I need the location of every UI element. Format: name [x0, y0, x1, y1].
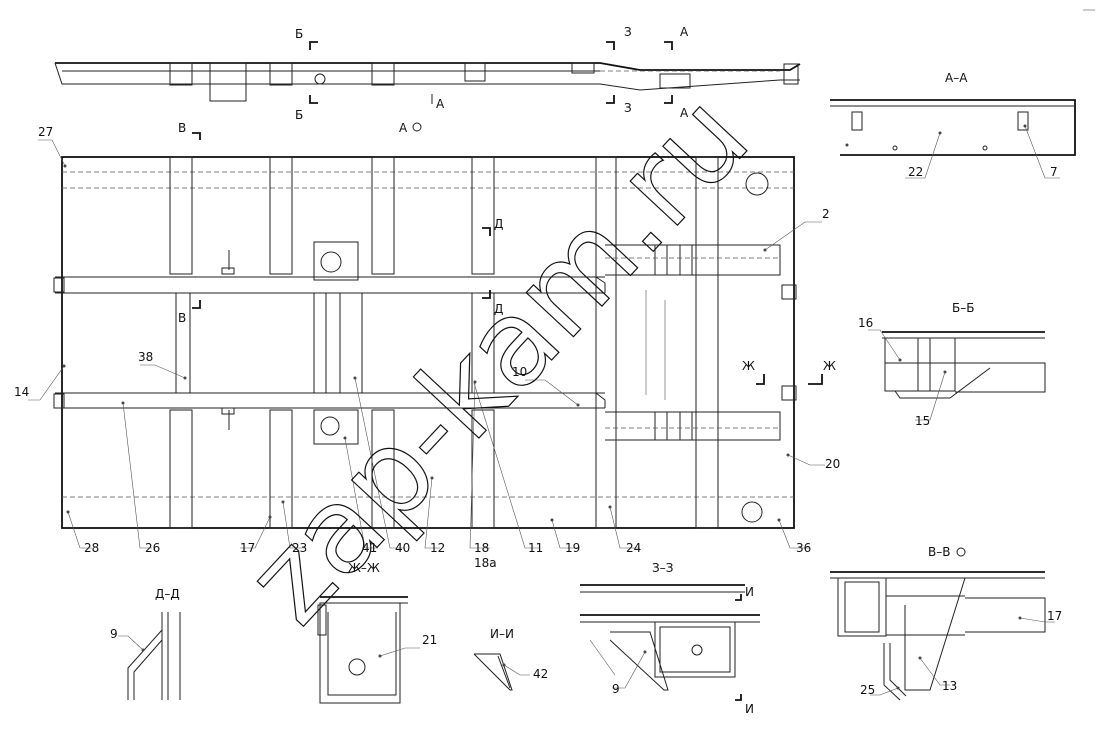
callout-11: 11	[528, 541, 543, 555]
cut-v-top: В	[178, 121, 186, 135]
callout-12: 12	[430, 541, 445, 555]
cut-z-bottom: З	[624, 101, 632, 115]
callout-19: 19	[565, 541, 580, 555]
section-ii: И–И 42	[473, 627, 548, 691]
section-ii-title: И–И	[490, 627, 514, 641]
callout-21: 21	[422, 633, 437, 647]
cut-i-bottom: И	[745, 702, 754, 716]
cut-b-bottom: Б	[295, 108, 303, 122]
cut-a-bottom: А	[680, 106, 689, 120]
callout-28: 28	[84, 541, 99, 555]
section-dd: Д–Д 9	[110, 587, 181, 700]
callout-16: 16	[858, 316, 873, 330]
section-zz: З–З И И 9	[580, 561, 760, 716]
callout-27: 27	[38, 125, 53, 139]
plan-callouts: 27 14 38 28 26 17 23 41 40 12 18 18а 11 …	[14, 125, 840, 570]
cut-v-bottom: В	[178, 311, 186, 325]
cut-zh-right: Ж	[823, 359, 836, 373]
section-dd-title: Д–Д	[155, 587, 180, 601]
section-zhzh: Ж–Ж 21	[317, 561, 437, 704]
section-aa: А–А 22 7	[830, 71, 1076, 179]
cut-marks-plan: В В Д Д Ж Ж	[178, 121, 836, 385]
cut-a-top: А	[680, 25, 689, 39]
callout-24: 24	[626, 541, 641, 555]
callout-20: 20	[825, 457, 840, 471]
callout-22: 22	[908, 165, 923, 179]
callout-7: 7	[1050, 165, 1058, 179]
callout-42: 42	[533, 667, 548, 681]
section-vv-title: В–В	[928, 545, 950, 559]
callout-10: 10	[512, 365, 527, 379]
callout-9-zz: 9	[612, 682, 620, 696]
callout-40: 40	[395, 541, 410, 555]
section-bb-title: Б–Б	[952, 301, 974, 315]
callout-18: 18	[474, 541, 489, 555]
section-bb: Б–Б 16 15	[858, 301, 1046, 428]
callout-13: 13	[942, 679, 957, 693]
callout-15: 15	[915, 414, 930, 428]
callout-26: 26	[145, 541, 160, 555]
cut-marks-top: Б Б З З А А А А	[295, 25, 689, 135]
watermark-text: zap-kam.ru	[220, 68, 775, 649]
view-a-label: А	[399, 121, 408, 135]
section-aa-title: А–А	[945, 71, 968, 85]
section-zz-title: З–З	[652, 561, 673, 575]
callout-2: 2	[822, 207, 830, 221]
side-view	[54, 62, 801, 102]
callout-14: 14	[14, 385, 29, 399]
section-vv: В–В 17 13 25	[830, 545, 1062, 701]
plan-view	[53, 156, 797, 529]
callout-36: 36	[796, 541, 811, 555]
callout-17-plan: 17	[240, 541, 255, 555]
callout-41: 41	[362, 541, 377, 555]
cut-zh-left: Ж	[742, 359, 755, 373]
section-zhzh-title: Ж–Ж	[348, 561, 380, 575]
cut-i-top: И	[745, 585, 754, 599]
cut-b-top: Б	[295, 27, 303, 41]
cut-d-top: Д	[494, 217, 503, 231]
callout-23: 23	[292, 541, 307, 555]
callout-25: 25	[860, 683, 875, 697]
cut-d-bottom: Д	[494, 302, 503, 316]
view-a-arrow: А	[436, 97, 445, 111]
callout-17-vv: 17	[1047, 609, 1062, 623]
cut-z-top: З	[624, 25, 632, 39]
callout-38: 38	[138, 350, 153, 364]
callout-9-dd: 9	[110, 627, 118, 641]
callout-18a: 18а	[474, 556, 497, 570]
